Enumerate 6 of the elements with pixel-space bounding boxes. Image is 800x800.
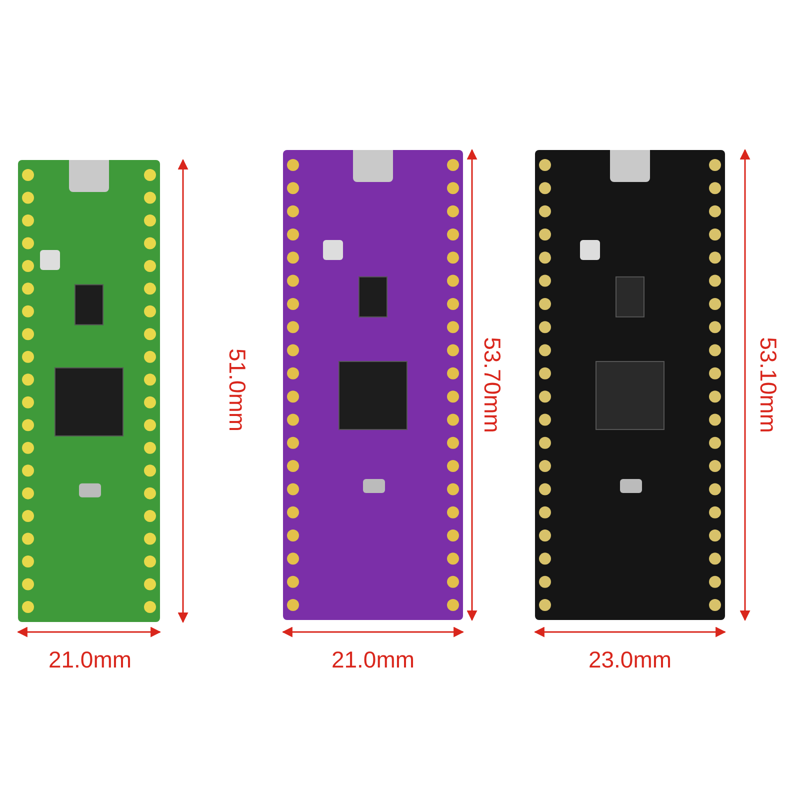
dimension-label: 53.10mm (756, 337, 780, 433)
dimension-label: 21.0mm (331, 648, 415, 672)
dimension-label: 23.0mm (588, 648, 672, 672)
dimension-label: 53.70mm (480, 337, 504, 433)
dimension-label: 21.0mm (48, 648, 132, 672)
dimension-label: 51.0mm (226, 348, 248, 432)
